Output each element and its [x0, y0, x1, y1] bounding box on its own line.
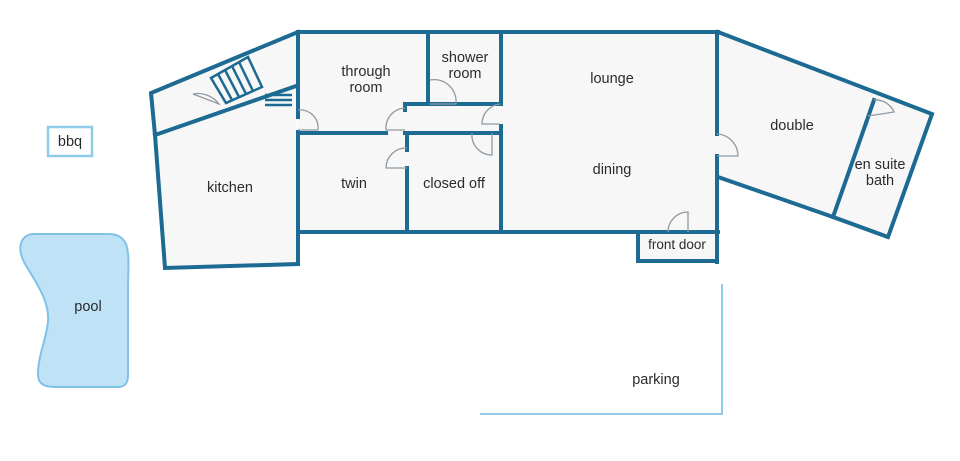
double-label: double [770, 118, 814, 134]
stair-door [192, 92, 221, 106]
kitchen-label: kitchen [207, 180, 253, 196]
en-suite-label-2: bath [866, 173, 894, 189]
bbq-outline [46, 125, 94, 158]
parking-area: parking [480, 284, 723, 415]
lounge-door [481, 103, 501, 125]
doors [192, 78, 895, 233]
kitchen-door [297, 109, 319, 131]
parking-label: parking [632, 372, 680, 388]
pool-area: pool [19, 233, 130, 388]
front-door-label: front door [648, 237, 706, 252]
pool-label: pool [74, 299, 101, 315]
room-labels: kitchen through room shower room lounge … [207, 50, 905, 252]
pool-shape [19, 233, 130, 388]
bbq-area: bbq [46, 125, 94, 158]
bbq-label: bbq [58, 134, 82, 150]
twin-label: twin [341, 176, 367, 192]
shower-room-label-2: room [448, 66, 481, 82]
lounge-label: lounge [590, 71, 634, 87]
through-room-door [385, 107, 406, 131]
shower-door [429, 78, 457, 105]
closed-off-door [471, 132, 493, 156]
double-door [716, 133, 739, 157]
en-suite-door [867, 99, 895, 117]
front-door-leaf [667, 211, 689, 233]
shower-room-label-1: shower [442, 50, 489, 66]
through-room-label-2: room [349, 80, 382, 96]
en-suite-label-1: en suite [855, 157, 906, 173]
closed-off-label: closed off [423, 176, 486, 192]
walls [148, 29, 935, 271]
through-room-label-1: through [341, 64, 390, 80]
floor-fills [151, 32, 932, 268]
stairs [209, 55, 292, 107]
twin-door [385, 147, 408, 169]
parking-boundary [480, 284, 723, 415]
dining-label: dining [593, 162, 632, 178]
